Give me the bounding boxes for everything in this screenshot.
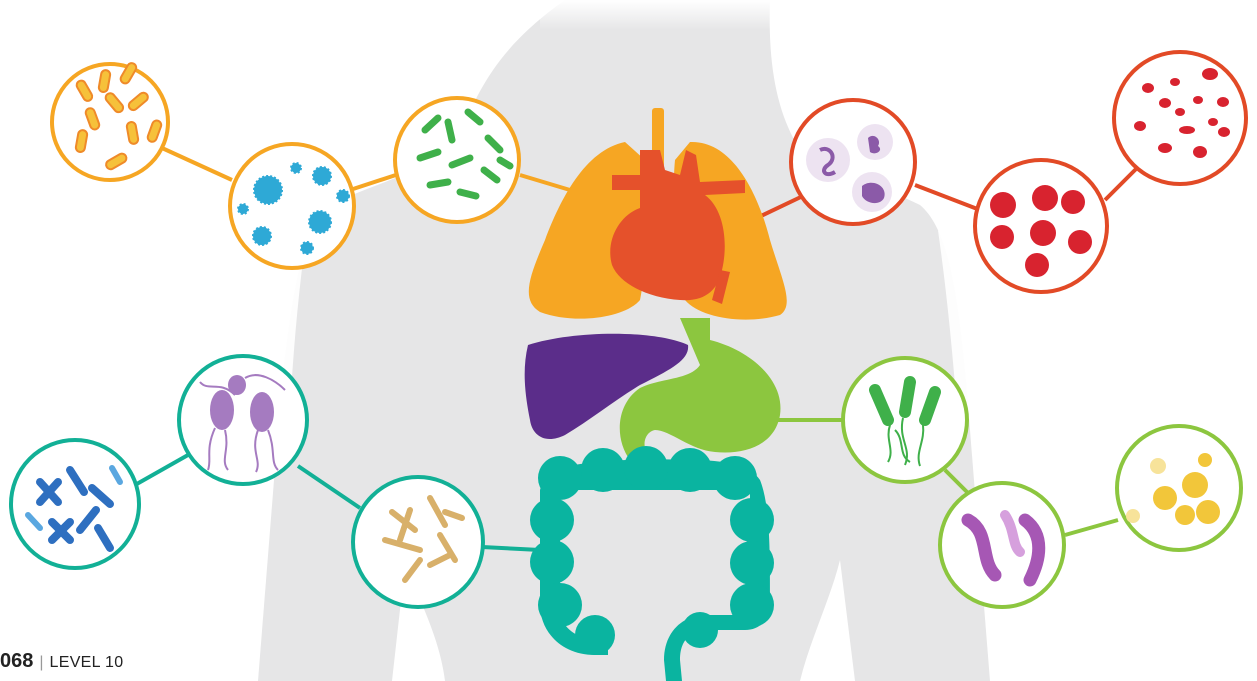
rod-bacteria-icon [52, 61, 168, 180]
green-bacilli-icon [395, 98, 519, 222]
level-label: LEVEL 10 [50, 654, 124, 671]
blood-cells-cluster-icon [975, 160, 1107, 292]
spiky-purple-bacteria-icon [940, 483, 1064, 607]
spiky-virus-icon [230, 144, 354, 268]
page-number: 068 [0, 650, 33, 672]
footer-divider: | [39, 654, 43, 671]
flagellate-protozoa-icon [179, 356, 307, 484]
branching-fungi-icon [353, 477, 483, 607]
page-footer: 068 | LEVEL 10 [0, 650, 123, 673]
yellow-cocci-icon [1117, 426, 1241, 550]
flagellated-bacteria-icon [843, 358, 967, 482]
white-blood-cells-icon [791, 100, 915, 224]
blue-chromosome-bacteria-icon [11, 440, 139, 568]
red-blood-cells-icon [1114, 52, 1246, 184]
